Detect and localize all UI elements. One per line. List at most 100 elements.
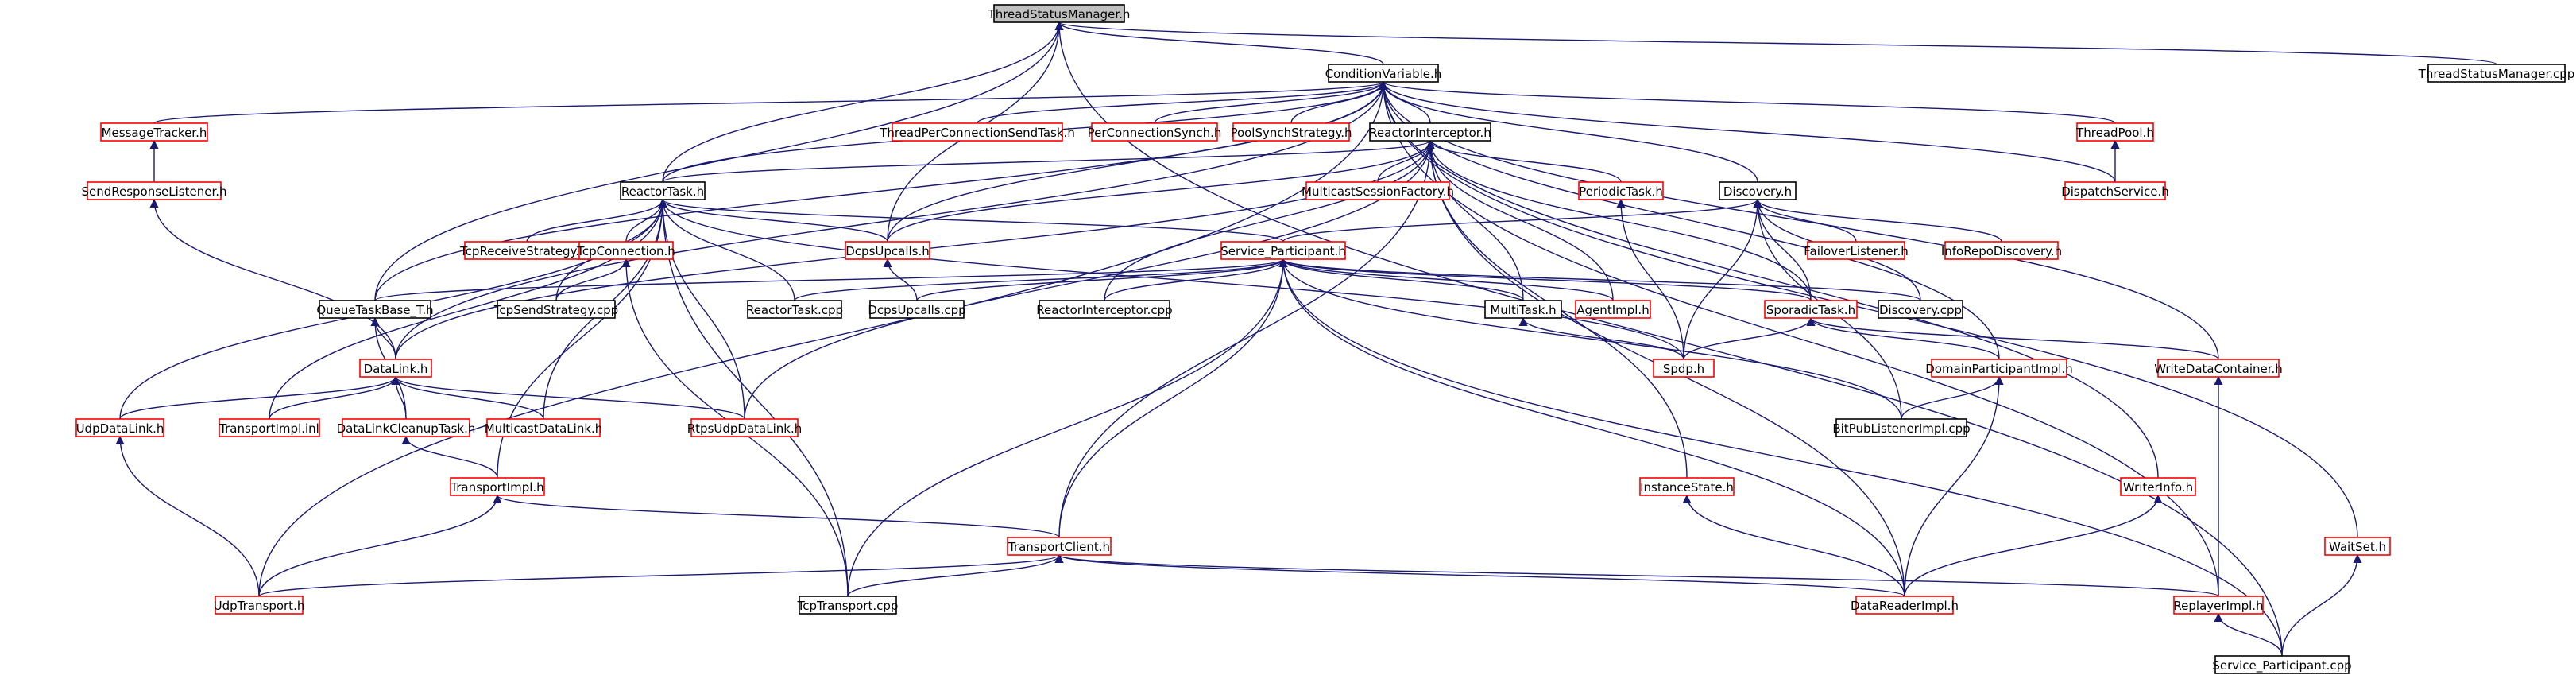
node-bitpublistenerimpl-cpp[interactable]: BitPubListenerImpl.cpp bbox=[1832, 418, 1971, 437]
node-datalinkcleanuptask-h[interactable]: DataLinkCleanupTask.h bbox=[337, 418, 476, 437]
node-domainparticipantimpl-h[interactable]: DomainParticipantImpl.h bbox=[1925, 359, 2073, 378]
node-service-participant-h[interactable]: Service_Participant.h bbox=[1220, 241, 1346, 260]
node-datareaderimpl-h[interactable]: DataReaderImpl.h bbox=[1851, 596, 1959, 615]
node-box bbox=[1807, 241, 1905, 260]
edge-tcptransport_cpp-to-reactortask_h bbox=[658, 198, 849, 597]
node-threadperconnectionsendtask-h[interactable]: ThreadPerConnectionSendTask.h bbox=[879, 122, 1075, 142]
node-inforepodiscovery-h[interactable]: InfoRepoDiscovery.h bbox=[1941, 241, 2062, 260]
node-tcpconnection-h[interactable]: TcpConnection.h bbox=[576, 241, 675, 260]
node-threadpool-h[interactable]: ThreadPool.h bbox=[2075, 122, 2154, 142]
edge-dcpsupcalls_h-to-reactorinterceptor_h bbox=[887, 139, 1435, 243]
node-replayerimpl-h[interactable]: ReplayerImpl.h bbox=[2173, 596, 2264, 615]
node-failoverlistener-h[interactable]: FailoverListener.h bbox=[1804, 241, 1909, 260]
node-label: ReplayerImpl.h bbox=[2173, 599, 2263, 613]
node-label: FailoverListener.h bbox=[1804, 244, 1908, 258]
node-box bbox=[2214, 655, 2350, 674]
node-sporadictask-h[interactable]: SporadicTask.h bbox=[1764, 300, 1858, 319]
node-transportimpl-h[interactable]: TransportImpl.h bbox=[450, 477, 545, 496]
node-multicastsessionfactory-h[interactable]: MulticastSessionFactory.h bbox=[1302, 181, 1454, 200]
edge-service_participant_cpp-to-waitset_h bbox=[2281, 553, 2362, 657]
node-box bbox=[1764, 300, 1858, 319]
node-label: TcpSendStrategy.cpp bbox=[493, 303, 618, 317]
edge-sporadictask_h-to-discovery_h bbox=[1753, 198, 1812, 301]
edge-failoverlistener_h-to-discovery_h bbox=[1753, 198, 1857, 243]
edge-multitask_h-to-reactorinterceptor_h bbox=[1425, 139, 1524, 301]
node-dcpsupcalls-h[interactable]: DcpsUpcalls.h bbox=[845, 241, 930, 260]
node-label: InstanceState.h bbox=[1640, 480, 1734, 495]
node-transportclient-h[interactable]: TransportClient.h bbox=[1007, 537, 1112, 556]
edge-tcptransport_cpp-to-transportclient_h bbox=[847, 553, 1064, 597]
node-reactortask-h[interactable]: ReactorTask.h bbox=[620, 181, 706, 200]
node-rtpsudpdatalink-h[interactable]: RtpsUdpDataLink.h bbox=[687, 418, 802, 437]
node-instancestate-h[interactable]: InstanceState.h bbox=[1639, 477, 1735, 496]
edge-periodictask_h-to-reactorinterceptor_h bbox=[1425, 139, 1622, 183]
edge-service_participant_h-to-discovery_h bbox=[1282, 198, 1762, 243]
node-box bbox=[359, 359, 432, 378]
node-discovery-h[interactable]: Discovery.h bbox=[1719, 181, 1797, 200]
node-poolsynchstrategy-h[interactable]: PoolSynchStrategy.h bbox=[1230, 122, 1352, 142]
node-label: SporadicTask.h bbox=[1766, 303, 1855, 317]
edge-threadstatusmanager_cpp-to-threadstatusmanager_h bbox=[1055, 21, 2497, 65]
node-label: PerConnectionSynch.h bbox=[1088, 126, 1222, 140]
node-agentimpl-h[interactable]: AgentImpl.h bbox=[1575, 300, 1651, 319]
node-periodictask-h[interactable]: PeriodicTask.h bbox=[1578, 181, 1664, 200]
node-box bbox=[1855, 596, 1954, 615]
node-multitask-h[interactable]: MultiTask.h bbox=[1484, 300, 1562, 319]
node-box bbox=[1328, 64, 1439, 83]
node-reactorinterceptor-cpp[interactable]: ReactorInterceptor.cpp bbox=[1036, 300, 1173, 319]
node-transportimpl-inl[interactable]: TransportImpl.inl bbox=[219, 418, 320, 437]
edge-dcpsupcalls_cpp-to-dcpsupcalls_h bbox=[883, 258, 918, 301]
node-box bbox=[450, 477, 545, 496]
node-reactortask-cpp[interactable]: ReactorTask.cpp bbox=[746, 300, 843, 319]
node-service-participant-cpp[interactable]: Service_Participant.cpp bbox=[2212, 655, 2352, 674]
node-udpdatalink-h[interactable]: UdpDataLink.h bbox=[75, 418, 164, 437]
node-spdp-h[interactable]: Spdp.h bbox=[1653, 359, 1715, 378]
node-dispatchservice-h[interactable]: DispatchService.h bbox=[2061, 181, 2169, 200]
edge-service_participant_cpp-to-threadstatusmanager_h bbox=[1054, 21, 2283, 657]
node-box bbox=[1220, 241, 1346, 260]
edge-messagetracker_h-to-conditionvariable_h bbox=[153, 80, 1387, 124]
node-multicastdatalink-h[interactable]: MulticastDataLink.h bbox=[485, 418, 603, 437]
node-queuetaskbase-t-h[interactable]: QueueTaskBase_T.h bbox=[316, 300, 434, 319]
node-box bbox=[1835, 418, 1967, 437]
edge-udptransport_h-to-udpdatalink_h bbox=[115, 435, 260, 597]
node-sendresponselistener-h[interactable]: SendResponseListener.h bbox=[81, 181, 227, 200]
node-box bbox=[486, 418, 601, 437]
node-label: DataReaderImpl.h bbox=[1851, 599, 1959, 613]
edge-spdp_h-to-sporadictask_h bbox=[1683, 316, 1816, 360]
edge-threadpool_h-to-conditionvariable_h bbox=[1379, 80, 2116, 124]
edge-udptransport_h-to-transportimpl_h bbox=[258, 494, 502, 597]
node-tcpsendstrategy-cpp[interactable]: TcpSendStrategy.cpp bbox=[493, 300, 618, 319]
node-layer: ThreadStatusManager.hConditionVariable.h… bbox=[75, 4, 2575, 674]
node-waitset-h[interactable]: WaitSet.h bbox=[2324, 537, 2391, 556]
edge-reactortask_cpp-to-reactortask_h bbox=[658, 198, 795, 301]
node-writedatacontainer-h[interactable]: WriteDataContainer.h bbox=[2154, 359, 2283, 378]
node-box bbox=[1878, 300, 1963, 319]
edge-sporadictask_h-to-reactorinterceptor_h bbox=[1425, 139, 1812, 301]
node-label: ThreadStatusManager.h bbox=[988, 7, 1131, 21]
node-tcptransport-cpp[interactable]: TcpTransport.cpp bbox=[797, 596, 899, 615]
node-writerinfo-h[interactable]: WriterInfo.h bbox=[2120, 477, 2196, 496]
node-label: TcpTransport.cpp bbox=[797, 599, 899, 613]
node-threadstatusmanager-cpp[interactable]: ThreadStatusManager.cpp bbox=[2418, 64, 2575, 83]
edge-discovery_h-to-conditionvariable_h bbox=[1379, 80, 1758, 183]
node-udptransport-h[interactable]: UdpTransport.h bbox=[214, 596, 305, 615]
edge-reactortask_cpp-to-service_participant_h bbox=[794, 258, 1288, 301]
edge-domainparticipantimpl_h-to-sporadictask_h bbox=[1806, 316, 2000, 360]
node-label: RtpsUdpDataLink.h bbox=[687, 421, 802, 436]
node-datalink-h[interactable]: DataLink.h bbox=[359, 359, 432, 378]
node-tcpreceivestrategy-inl[interactable]: TcpReceiveStrategy.inl bbox=[459, 241, 594, 260]
node-label: SendResponseListener.h bbox=[81, 184, 226, 199]
node-conditionvariable-h[interactable]: ConditionVariable.h bbox=[1325, 64, 1442, 83]
node-box bbox=[215, 596, 304, 615]
node-reactorinterceptor-h[interactable]: ReactorInterceptor.h bbox=[1369, 122, 1491, 142]
edge-transportimpl_inl-to-reactortask_h bbox=[269, 198, 667, 420]
edge-transportclient_h-to-transportimpl_h bbox=[493, 494, 1060, 538]
node-dcpsupcalls-cpp[interactable]: DcpsUpcalls.cpp bbox=[868, 300, 966, 319]
node-box bbox=[1578, 181, 1664, 200]
node-discovery-cpp[interactable]: Discovery.cpp bbox=[1878, 300, 1963, 319]
node-label: QueueTaskBase_T.h bbox=[316, 303, 433, 318]
node-messagetracker-h[interactable]: MessageTracker.h bbox=[100, 122, 208, 142]
node-perconnectionsynch-h[interactable]: PerConnectionSynch.h bbox=[1088, 122, 1222, 142]
